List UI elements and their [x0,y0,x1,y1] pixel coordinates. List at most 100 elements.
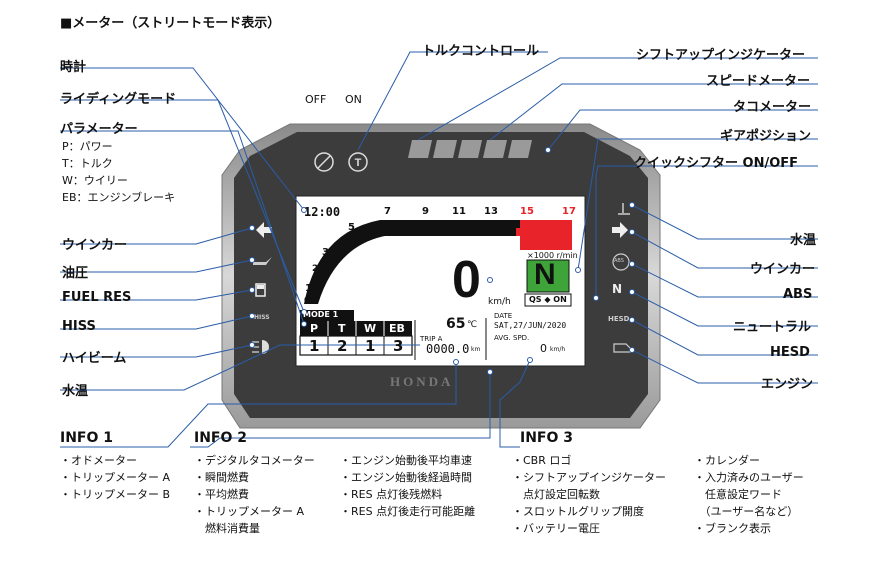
info2-item: ・エンジン始動後平均車速 [340,454,472,467]
qs-status: QS ◆ ON [529,295,567,304]
right-label-engine: エンジン [761,377,814,392]
info2-item: ・トリップメーター A [194,505,305,518]
gear-value: N [534,258,556,291]
honda-logo: HONDA [390,374,454,389]
info3-item: 任意設定ワード [694,488,782,501]
label-speed-meter: スピードメーター [706,74,811,89]
param-value-t: 2 [337,337,348,355]
trip-unit: km [471,346,481,353]
svg-text:T: T [355,157,362,169]
page-header: ■メーター（ストリートモード表示） [60,16,281,31]
left-label-turn: ウインカー [62,238,128,253]
leader-dots [249,147,635,375]
param-value-eb: 3 [393,337,404,355]
mode-label: MODE 1 [303,310,339,319]
hesd-indicator: HESD [608,315,630,323]
para-item-w: W：ウイリー [62,174,128,187]
tach-tick-3: 3 [322,247,329,258]
tach-redzone [520,220,572,250]
param-value-w: 1 [365,337,376,355]
water-temp-icon [618,203,630,215]
tach-tick-15: 15 [520,206,534,217]
info3-item: ・ブランク表示 [694,522,771,535]
temp-value: 65 [446,316,466,332]
left-label-highbeam: ハイビーム [62,351,127,366]
tach-small-0: 0 [304,296,311,306]
label-shift-up: シフトアップインジケーター [636,48,806,63]
right-label-turn: ウインカー [750,262,816,277]
tach-arc [304,220,520,304]
avg-value: 0 [540,342,547,355]
fuel-reserve-icon [255,283,266,297]
trip-value: 0000.0 [426,342,470,356]
info2-item: ・平均燃費 [194,488,249,501]
info3-item: ・スロットルグリップ開度 [512,505,644,518]
lcd-clock: 12:00 [304,205,341,219]
info3-item: ・CBR ロゴ [512,454,572,467]
gear-box [526,259,570,293]
tach-tick-17: 17 [562,206,576,217]
neutral-indicator: N [612,282,623,296]
label-tacho-meter: タコメーター [733,100,812,115]
param-value-p: 1 [309,337,320,355]
info3-item: ・シフトアップインジケーター [512,471,666,484]
left-label-fuel: FUEL RES [62,290,132,305]
info3-item: 点灯設定回転数 [512,488,600,501]
label-gear-position: ギアポジション [720,129,812,144]
info1-title: INFO 1 [60,430,114,446]
para-item-t: T：トルク [62,157,113,170]
tach-tick-9: 9 [422,206,429,217]
info2-title: INFO 2 [194,430,248,446]
param-header-p: P [310,322,319,335]
abs-indicator-text: ABS [614,258,624,264]
speed-value: 0 [452,251,481,309]
date-value: SAT,27/JUN/2020 [494,321,567,330]
right-label-abs: ABS [783,287,813,302]
tach-current-marker [516,228,524,236]
info2-item: ・瞬間燃費 [194,471,249,484]
shift-up-indicator [408,140,532,158]
qs-box [524,293,572,307]
right-label-hesd: HESD [770,345,810,360]
tach-tick-11: 11 [452,206,466,217]
label-quickshifter: クイックシフター ON/OFF [634,156,799,171]
tach-tick-13: 13 [484,206,498,217]
oil-pressure-icon [253,257,272,265]
right-turn-signal-icon [612,222,628,238]
info2-item: ・デジタルタコメーター [194,454,315,467]
right-label-water: 水温 [790,233,817,248]
info2-item: ・RES 点灯後走行可能距離 [340,505,476,518]
right-label-neutral: ニュートラル [733,320,812,335]
info2-item: ・エンジン始動後経過時間 [340,471,472,484]
info3-item: （ユーザー名など） [694,505,799,518]
date-label: DATE [494,312,513,320]
para-item-p: P：パワー [62,140,113,153]
info1-item: ・トリップメーター A [60,471,171,484]
left-turn-signal-icon [256,222,272,238]
param-header-eb: EB [389,322,405,335]
trip-label: TRIP A [420,335,443,343]
torque-off-icon [314,152,334,172]
avg-label: AVG. SPD. [494,334,530,342]
info3-item: ・バッテリー電圧 [512,522,600,535]
hiss-indicator: HISS [254,314,270,321]
avg-unit: km/h [550,346,566,353]
label-para-meter: パラメーター [60,122,138,137]
mode-tab [300,310,354,321]
info3-item: ・カレンダー [694,454,760,467]
tach-tick-5: 5 [348,222,355,233]
leader-lines [60,51,818,448]
info1-item: ・オドメーター [60,454,137,467]
param-header-w: W [364,322,377,335]
tach-small-2: 2 [312,264,319,274]
torque-on-icon: T [348,152,368,172]
label-off: OFF [305,93,327,106]
left-label-water: 水温 [62,384,89,399]
abs-icon [612,253,630,271]
info3-title: INFO 3 [520,430,574,446]
label-on: ON [345,93,362,106]
info1-item: ・トリップメーター B [60,488,171,501]
tach-unit: ×1000 r/min [527,251,578,260]
tach-tick-1: 1 [305,283,312,294]
